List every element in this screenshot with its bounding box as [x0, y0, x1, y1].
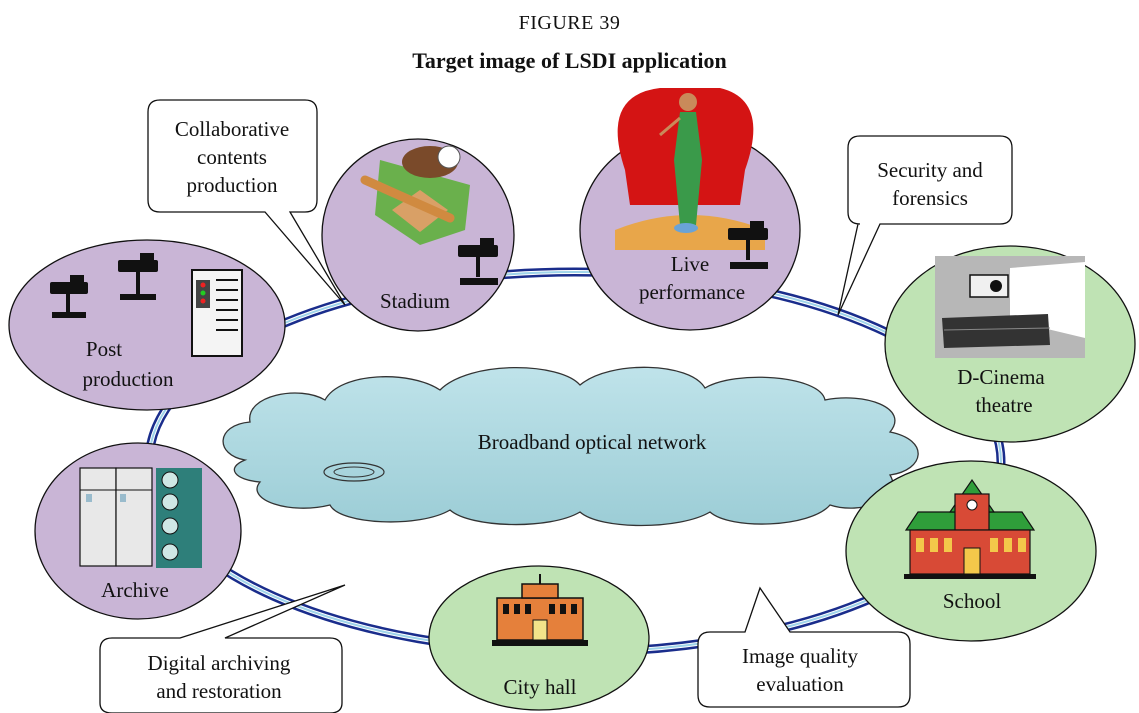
node-label: City hall — [504, 675, 577, 699]
school-icon — [904, 478, 1036, 579]
node-label: Stadium — [380, 289, 450, 313]
node-label: Archive — [101, 578, 169, 602]
network-cloud — [222, 366, 919, 527]
callout-line: evaluation — [756, 672, 844, 696]
callout-line: Collaborative — [175, 117, 289, 141]
network-label: Broadband optical network — [478, 430, 707, 454]
node-school: School — [845, 460, 1097, 642]
node-post-production: Post production — [8, 239, 286, 411]
camera-icon — [728, 221, 768, 269]
callout-security: Security and forensics — [837, 135, 1013, 316]
node-city-hall: City hall — [428, 565, 650, 711]
node-label: theatre — [975, 393, 1032, 417]
node-label: School — [943, 589, 1002, 613]
building-icon — [492, 574, 588, 646]
callout-line: Digital archiving — [148, 651, 291, 675]
node-archive: Archive — [34, 442, 242, 620]
node-d-cinema-theatre: D-Cinema theatre — [884, 245, 1136, 443]
node-label: production — [83, 367, 174, 391]
node-label: performance — [639, 280, 745, 304]
node-label: Post — [86, 337, 122, 361]
callout-line: Image quality — [742, 644, 859, 668]
callout-image-quality: Image quality evaluation — [697, 586, 911, 708]
callout-line: forensics — [892, 186, 968, 210]
baseball-icon — [360, 145, 470, 245]
node-label: Live — [671, 252, 709, 276]
callout-line: and restoration — [156, 679, 282, 703]
callout-line: production — [187, 173, 278, 197]
callout-line: Security and — [877, 158, 983, 182]
figure-number: FIGURE 39 — [518, 12, 621, 34]
cinema-icon — [935, 256, 1085, 358]
camera-icon — [50, 253, 158, 318]
node-stadium: Stadium — [321, 138, 515, 332]
callout-digital-archiving: Digital archiving and restoration — [99, 584, 346, 713]
figure-title: Target image of LSDI application — [412, 48, 727, 73]
node-live-performance: Live performance — [579, 88, 801, 331]
storage-icon — [79, 467, 202, 568]
callout-line: contents — [197, 145, 267, 169]
performer-icon — [615, 88, 765, 250]
callout-collaborative: Collaborative contents production — [147, 99, 346, 306]
node-label: D-Cinema — [957, 365, 1045, 389]
server-rack-icon — [191, 269, 243, 357]
camera-icon — [458, 238, 498, 285]
